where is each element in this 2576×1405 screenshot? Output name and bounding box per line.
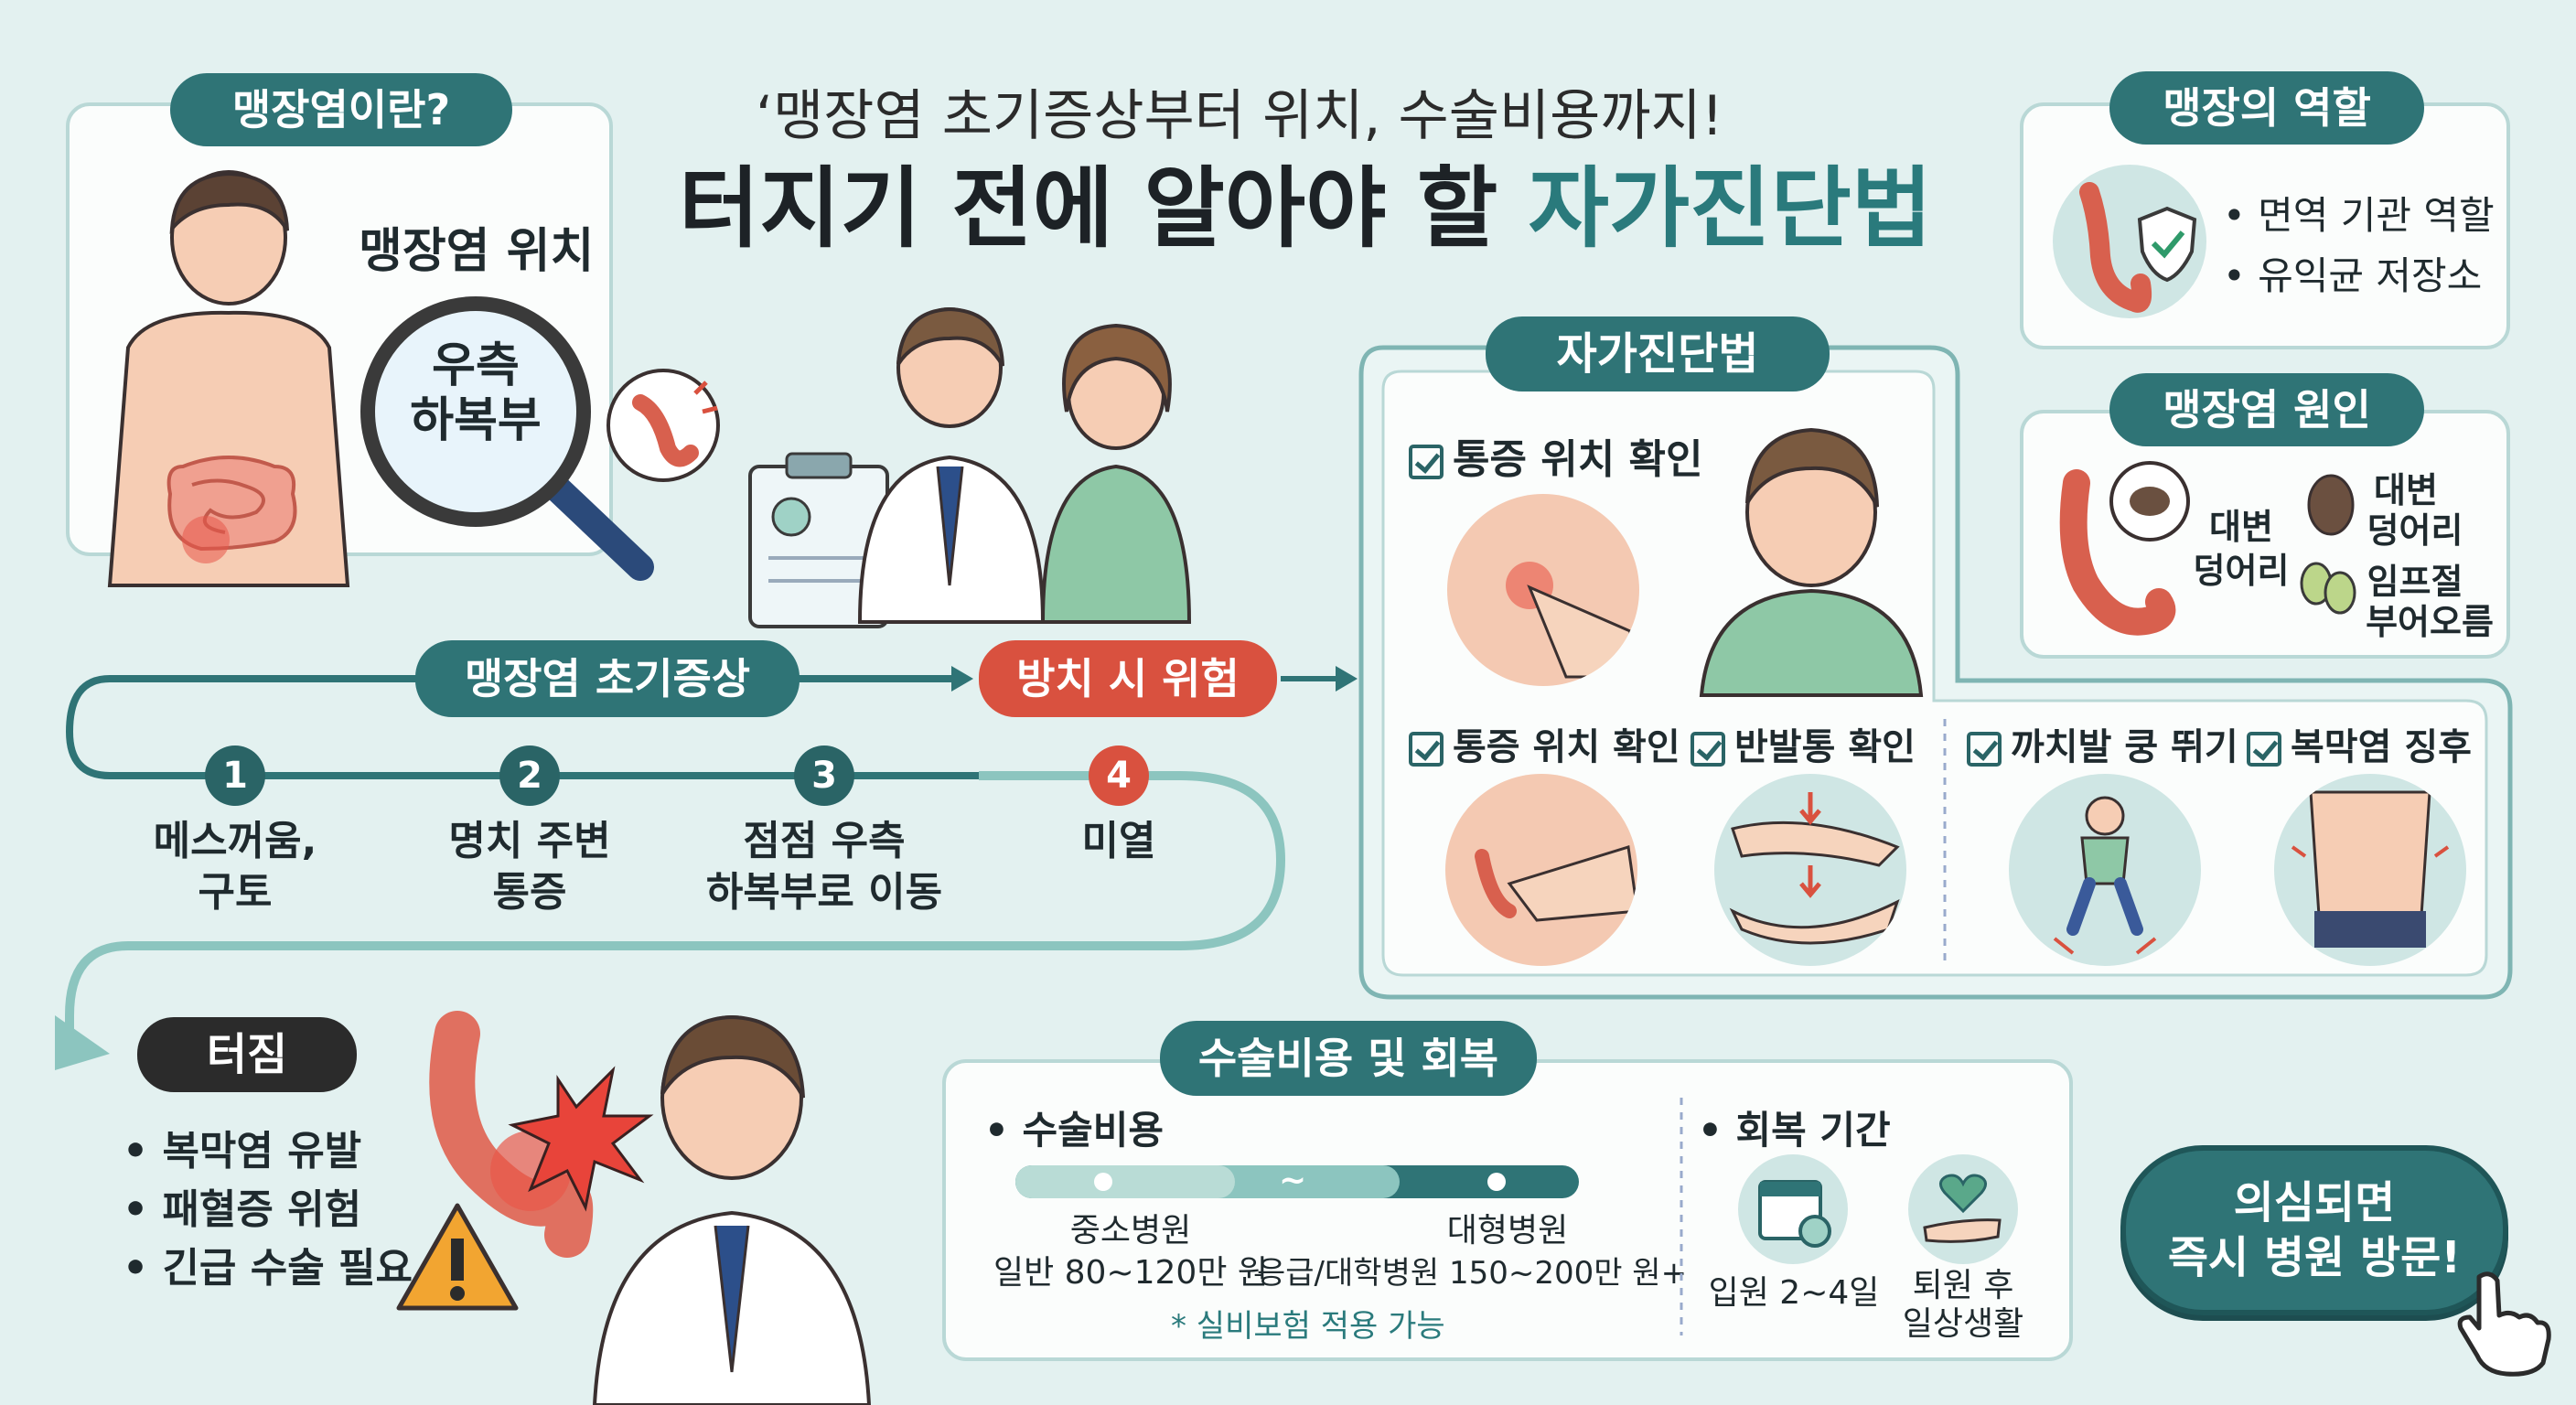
- warning-icon: [396, 1203, 519, 1311]
- recovery-heading: • 회복 기간: [1698, 1108, 1891, 1153]
- step-1-badge: 1: [205, 745, 265, 806]
- title-accent: 자가진단법: [1528, 157, 1933, 260]
- doctor-patient-illustration: [748, 306, 1192, 628]
- check-peritonitis: 복막염 징후: [2247, 717, 2472, 770]
- step-4-badge: 4: [1089, 745, 1149, 806]
- burst-appendix-illustration: [429, 1011, 654, 1258]
- cta-line2: 즉시 병원 방문!: [2167, 1232, 2462, 1283]
- rupture-item-peritonitis: • 복막염 유발: [123, 1128, 362, 1174]
- checkbox-icon: [1967, 732, 2002, 767]
- press-abdomen-illustration: [1445, 774, 1637, 966]
- body-illustration: [107, 170, 350, 587]
- small-hospital-cost: 일반 80~120만 원: [993, 1254, 1269, 1292]
- cta-button[interactable]: 의심되면 즉시 병원 방문!: [2120, 1145, 2508, 1315]
- checkbox-icon: [1409, 445, 1444, 479]
- role-item-immune: • 면역 기관 역할: [2223, 193, 2495, 238]
- rebound-hands-illustration: [1714, 774, 1906, 966]
- after-discharge-line2: 일상생활: [1902, 1305, 2024, 1343]
- blocked-appendix-icon: [2059, 461, 2190, 636]
- rupture-item-surgery: • 긴급 수술 필요: [123, 1245, 413, 1292]
- cause-left-label-1: 대변: [2209, 507, 2273, 547]
- magnifier-text-1: 우측: [432, 338, 520, 393]
- cost-heading: • 수술비용: [984, 1108, 1165, 1153]
- cause-badge: 맹장염 원인: [2109, 373, 2424, 446]
- role-item-bacteria: • 유익균 저장소: [2223, 253, 2483, 298]
- cause-left-label-2: 덩어리: [2193, 551, 2290, 591]
- check-label: 반발통 확인: [1734, 726, 1916, 768]
- cost-tilde: ~: [1279, 1162, 1307, 1199]
- abdomen-illustration: [2274, 774, 2466, 966]
- step-1-line2: 구토: [198, 869, 273, 916]
- lymph-node-icon: [2300, 562, 2356, 615]
- check-rebound: 반발통 확인: [1690, 717, 1916, 770]
- large-hospital-label: 대형병원: [1446, 1212, 1569, 1249]
- rupture-badge: 터짐: [137, 1017, 357, 1092]
- checkbox-icon: [2247, 732, 2281, 767]
- appendix-zoom-icon: [606, 369, 720, 482]
- step-1-line1: 메스꺼움,: [153, 818, 317, 864]
- check-pain-location-top: 통증 위치 확인: [1409, 426, 1703, 485]
- self-diag-badge: 자가진단법: [1486, 316, 1830, 391]
- what-is-badge: 맹장염이란?: [170, 73, 512, 146]
- cost-range-bar: [1015, 1165, 1579, 1198]
- pointer-hand-icon: [2457, 1271, 2551, 1377]
- pain-point-illustration: [1447, 494, 1639, 686]
- cause-item1-line2: 덩어리: [2367, 510, 2463, 551]
- checkbox-icon: [1409, 732, 1444, 767]
- boy-illustration: [1699, 427, 1924, 697]
- danger-badge: 방치 시 위험: [979, 640, 1277, 717]
- check-label: 까치발 쿵 뛰기: [2011, 726, 2238, 768]
- page-title: 터지기 전에 알아야 할 자가진단법: [679, 137, 1932, 264]
- step-3-line2: 하복부로 이동: [705, 869, 943, 916]
- symptoms-badge: 맹장염 초기증상: [415, 640, 800, 717]
- cost-card: [942, 1059, 2073, 1361]
- role-badge: 맹장의 역할: [2109, 71, 2424, 145]
- insurance-note: * 실비보험 적용 가능: [1171, 1308, 1445, 1345]
- check-label: 통증 위치 확인: [1453, 726, 1680, 768]
- step-3-line1: 점점 우측: [743, 818, 906, 864]
- cta-line1: 의심되면: [2233, 1177, 2396, 1228]
- location-label: 맹장염 위치: [359, 224, 595, 279]
- check-label: 통증 위치 확인: [1453, 436, 1703, 483]
- large-hospital-cost: 응급/대학병원 150~200만 원+: [1257, 1255, 1688, 1292]
- after-discharge-line1: 퇴원 후: [1912, 1267, 2014, 1304]
- magnifier-text-2: 하복부: [410, 393, 542, 448]
- title-line1: ‘맹장염 초기증상부터 위치, 수술비용까지!: [756, 84, 1723, 148]
- heart-hand-icon: [1908, 1154, 2018, 1264]
- checkbox-icon: [1690, 732, 1725, 767]
- check-heel-drop: 까치발 쿵 뛰기: [1967, 717, 2238, 770]
- step-2-badge: 2: [499, 745, 560, 806]
- jumping-person-illustration: [2009, 774, 2201, 966]
- small-hospital-label: 중소병원: [1069, 1212, 1192, 1249]
- stool-icon: [2307, 474, 2355, 536]
- magnifier-icon: [360, 296, 654, 581]
- calendar-icon: [1738, 1154, 1848, 1264]
- title-line2-main: 터지기 전에 알아야 할: [679, 157, 1529, 260]
- check-label: 복막염 징후: [2291, 726, 2472, 768]
- cost-badge: 수술비용 및 회복: [1160, 1021, 1537, 1096]
- step-3-badge: 3: [794, 745, 854, 806]
- appendix-shield-icon: [2053, 165, 2206, 318]
- cost-divider: [1680, 1098, 1683, 1335]
- cause-item1-line1: 대변: [2374, 470, 2438, 510]
- step-4-line1: 미열: [1081, 818, 1156, 864]
- cause-item2-line1: 임프절: [2367, 562, 2463, 602]
- cause-item2-line2: 부어오름: [2366, 602, 2494, 642]
- step-2-line2: 통증: [492, 869, 567, 916]
- doctor-illustration: [592, 1014, 872, 1405]
- rupture-item-sepsis: • 패혈증 위험: [123, 1186, 362, 1233]
- check-pain-location: 통증 위치 확인: [1409, 717, 1680, 770]
- hospital-stay: 입원 2~4일: [1708, 1274, 1880, 1312]
- step-2-line1: 명치 주변: [448, 818, 611, 864]
